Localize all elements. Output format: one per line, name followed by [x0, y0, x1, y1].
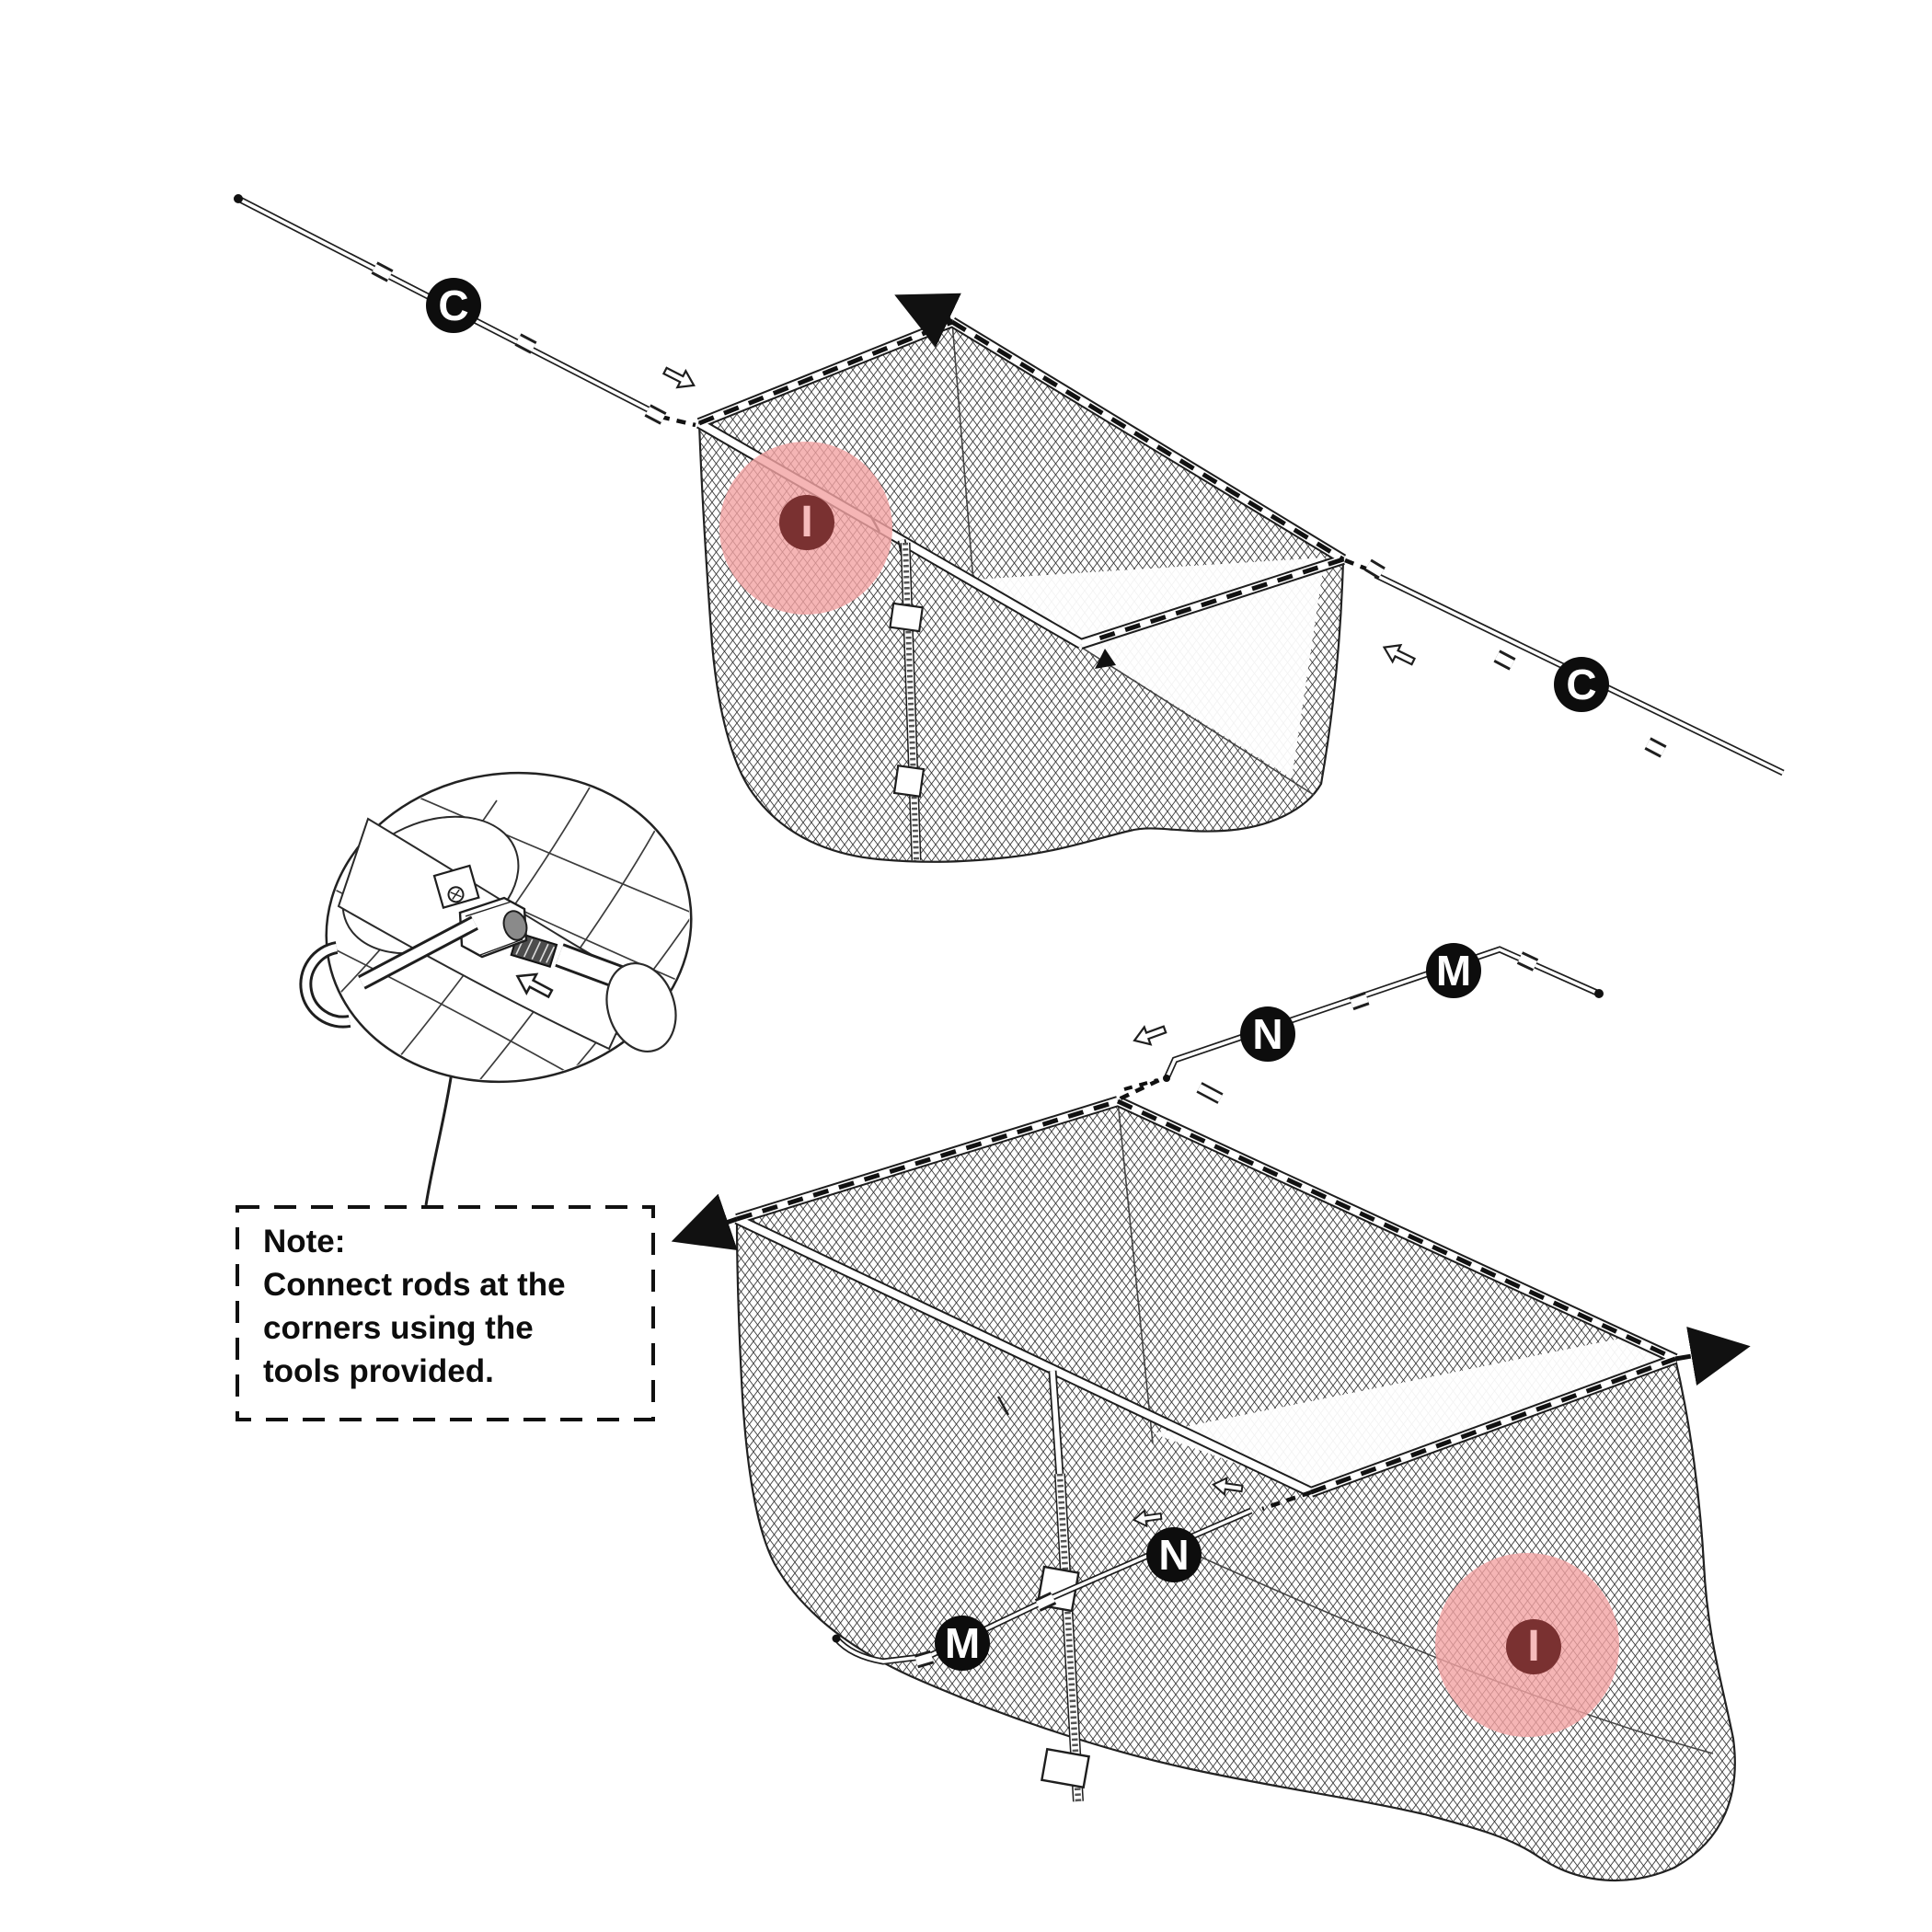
part-label-n-lower: N [1146, 1527, 1202, 1582]
rod-path-arrow-left [671, 1193, 738, 1251]
bottom-basket-rod-path [671, 1077, 1751, 1512]
top-basket-crease [1081, 647, 1315, 796]
note-line-1: Connect rods at the [263, 1267, 566, 1303]
detail-leader-line [424, 1059, 455, 1206]
bottom-basket [671, 946, 1751, 1881]
rod-path-arrow-right [1674, 1326, 1751, 1386]
detail-tube-end [605, 961, 677, 1053]
detail-clamp [432, 864, 480, 909]
slide-direction-arrow-1 [660, 361, 699, 395]
rod-mn-external [1130, 946, 1604, 1104]
top-basket-floor [973, 558, 1325, 778]
part-label-i-bottom: I [1506, 1619, 1561, 1674]
note-box: Note: Connect rods at the corners using … [237, 1207, 653, 1420]
top-basket-seam [951, 321, 974, 582]
bottom-basket-floor [1153, 1336, 1675, 1490]
slide-direction-arrow-2 [1379, 638, 1419, 672]
top-basket [660, 293, 1374, 863]
note-line-3: tools provided. [263, 1353, 494, 1389]
part-label-m-upper: M [1426, 943, 1481, 998]
part-label-m-lower: M [935, 1616, 990, 1671]
part-label-c-right: C [1554, 657, 1609, 712]
rod-path-arrow-front [1095, 649, 1116, 669]
part-label-c-left: C [426, 278, 481, 333]
open-end-wrench [299, 915, 478, 1029]
loose-connector [1196, 1082, 1224, 1104]
part-label-n-upper: N [1240, 1006, 1295, 1062]
bottom-basket-seam [1117, 1100, 1154, 1444]
detail-hex-coupler [458, 896, 528, 959]
part-label-i-top: I [779, 495, 834, 550]
slide-direction-arrow-4 [1130, 1019, 1169, 1051]
note-title: Note: [263, 1224, 346, 1259]
note-box-frame [236, 1205, 655, 1421]
rod-path-arrow-top [894, 293, 961, 348]
note-line-2: corners using the [263, 1310, 534, 1346]
top-basket-zipper [889, 539, 926, 861]
detail-zoom-circle [299, 763, 712, 1206]
rod-mn-internal [832, 1475, 1253, 1669]
